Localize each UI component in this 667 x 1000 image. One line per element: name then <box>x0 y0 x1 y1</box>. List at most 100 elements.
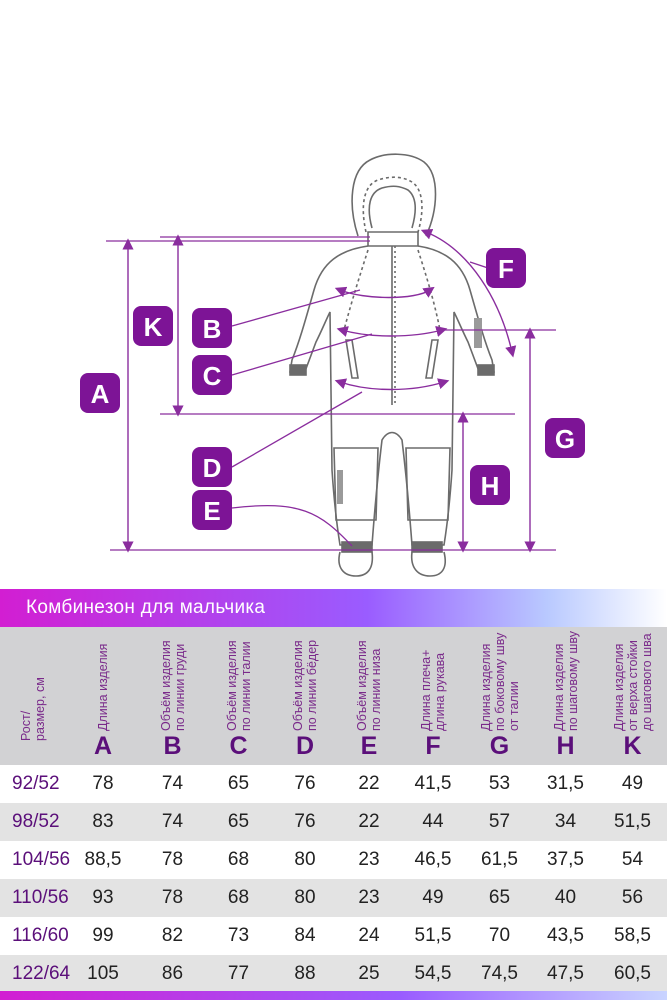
value-cell-b: 74 <box>161 811 184 832</box>
size-cell: 92/52 <box>12 773 60 794</box>
value-cell-g: 70 <box>488 925 511 946</box>
size-cell: 98/52 <box>12 811 60 832</box>
value-cell-f: 44 <box>422 811 444 832</box>
measurement-arrows <box>122 228 536 553</box>
value-cell-e: 22 <box>358 773 380 794</box>
size-cell: 116/60 <box>12 925 69 946</box>
value-cell-a: 93 <box>92 887 114 908</box>
value-cell-b: 78 <box>161 887 184 908</box>
value-cell-a: 88,5 <box>84 849 122 870</box>
badge-g: G <box>545 418 585 458</box>
value-cell-k: 56 <box>621 887 644 908</box>
value-cell-a: 78 <box>92 773 114 794</box>
value-cell-b: 82 <box>161 925 184 946</box>
value-cell-d: 76 <box>294 773 316 794</box>
header-desc-c: Объём изделия по линии талии <box>224 640 253 731</box>
value-cell-k: 58,5 <box>614 925 651 946</box>
header-letter-e: E <box>360 732 378 760</box>
header-col-k: Длина изделия от верха стойки до шаговог… <box>598 627 667 765</box>
value-cell-h: 40 <box>554 887 577 908</box>
value-cell-a: 105 <box>87 963 119 984</box>
title-bar: Комбинезон для мальчика <box>0 589 667 627</box>
value-cell-g: 74,5 <box>481 963 518 984</box>
badge-d: D <box>192 447 232 487</box>
value-cell-c: 68 <box>227 887 250 908</box>
value-cell-e: 24 <box>358 925 380 946</box>
value-cell-e: 23 <box>358 849 380 870</box>
value-cell-h: 34 <box>554 811 577 832</box>
svg-text:E: E <box>203 496 220 526</box>
header-letter-h: H <box>556 732 575 760</box>
size-cell: 110/56 <box>12 887 69 908</box>
header-letter-k: K <box>623 732 642 760</box>
svg-text:H: H <box>481 471 500 501</box>
value-cell-g: 53 <box>488 773 511 794</box>
value-cell-c: 65 <box>227 811 250 832</box>
value-cell-f: 49 <box>422 887 444 908</box>
header-letter-c: C <box>229 732 248 760</box>
value-cell-c: 65 <box>227 773 250 794</box>
svg-text:G: G <box>555 424 575 454</box>
value-cell-a: 99 <box>92 925 114 946</box>
badge-c: C <box>192 355 232 395</box>
header-desc-a: Длина изделия <box>96 643 110 731</box>
badge-f: F <box>486 248 526 288</box>
value-cell-e: 25 <box>358 963 380 984</box>
value-cell-b: 86 <box>161 963 184 984</box>
value-cell-k: 54 <box>621 849 644 870</box>
header-desc-h: Длина изделия по шаговому шву <box>551 631 580 731</box>
value-cell-e: 22 <box>358 811 380 832</box>
header-letter-a: A <box>93 732 113 760</box>
value-cell-h: 37,5 <box>547 849 584 870</box>
leader-lines <box>231 261 489 547</box>
value-cell-d: 80 <box>294 887 316 908</box>
value-cell-c: 73 <box>227 925 250 946</box>
header-desc-f: Длина плеча+ длина рукава <box>419 649 447 731</box>
value-cell-e: 23 <box>358 887 380 908</box>
value-cell-f: 41,5 <box>414 773 452 794</box>
value-cell-k: 49 <box>621 773 644 794</box>
value-cell-b: 74 <box>161 773 184 794</box>
header-letter-d: D <box>295 732 315 760</box>
size-cell: 104/56 <box>12 849 71 870</box>
value-cell-a: 83 <box>92 811 114 832</box>
bottom-accent-bar <box>0 991 667 1000</box>
size-cell: 122/64 <box>12 963 71 984</box>
badge-h: H <box>470 465 510 505</box>
header-letter-g: G <box>489 732 510 760</box>
value-cell-g: 61,5 <box>481 849 518 870</box>
table-row: 110/56 93 78 68 80 23 49 65 40 56 <box>0 879 667 917</box>
header-desc-d: Объём изделия по линии бёдер <box>291 639 319 731</box>
svg-text:F: F <box>498 254 514 284</box>
svg-text:K: K <box>144 312 163 342</box>
svg-text:C: C <box>203 361 222 391</box>
header-desc-e: Объём изделия по линии низа <box>355 640 383 731</box>
header-letter-b: B <box>163 732 182 760</box>
header-size-col: Рост/ размер, см <box>0 627 66 765</box>
value-cell-g: 57 <box>488 811 511 832</box>
badge-k: K <box>133 306 173 346</box>
value-cell-k: 60,5 <box>614 963 651 984</box>
svg-text:B: B <box>203 314 222 344</box>
value-cell-c: 68 <box>227 849 250 870</box>
value-cell-b: 78 <box>161 849 184 870</box>
badge-b: B <box>192 308 232 348</box>
svg-text:D: D <box>203 453 222 483</box>
reference-lines <box>106 236 556 551</box>
value-cell-d: 76 <box>294 811 316 832</box>
value-cell-g: 65 <box>488 887 511 908</box>
badge-e: E <box>192 490 232 530</box>
value-cell-h: 43,5 <box>547 925 584 946</box>
